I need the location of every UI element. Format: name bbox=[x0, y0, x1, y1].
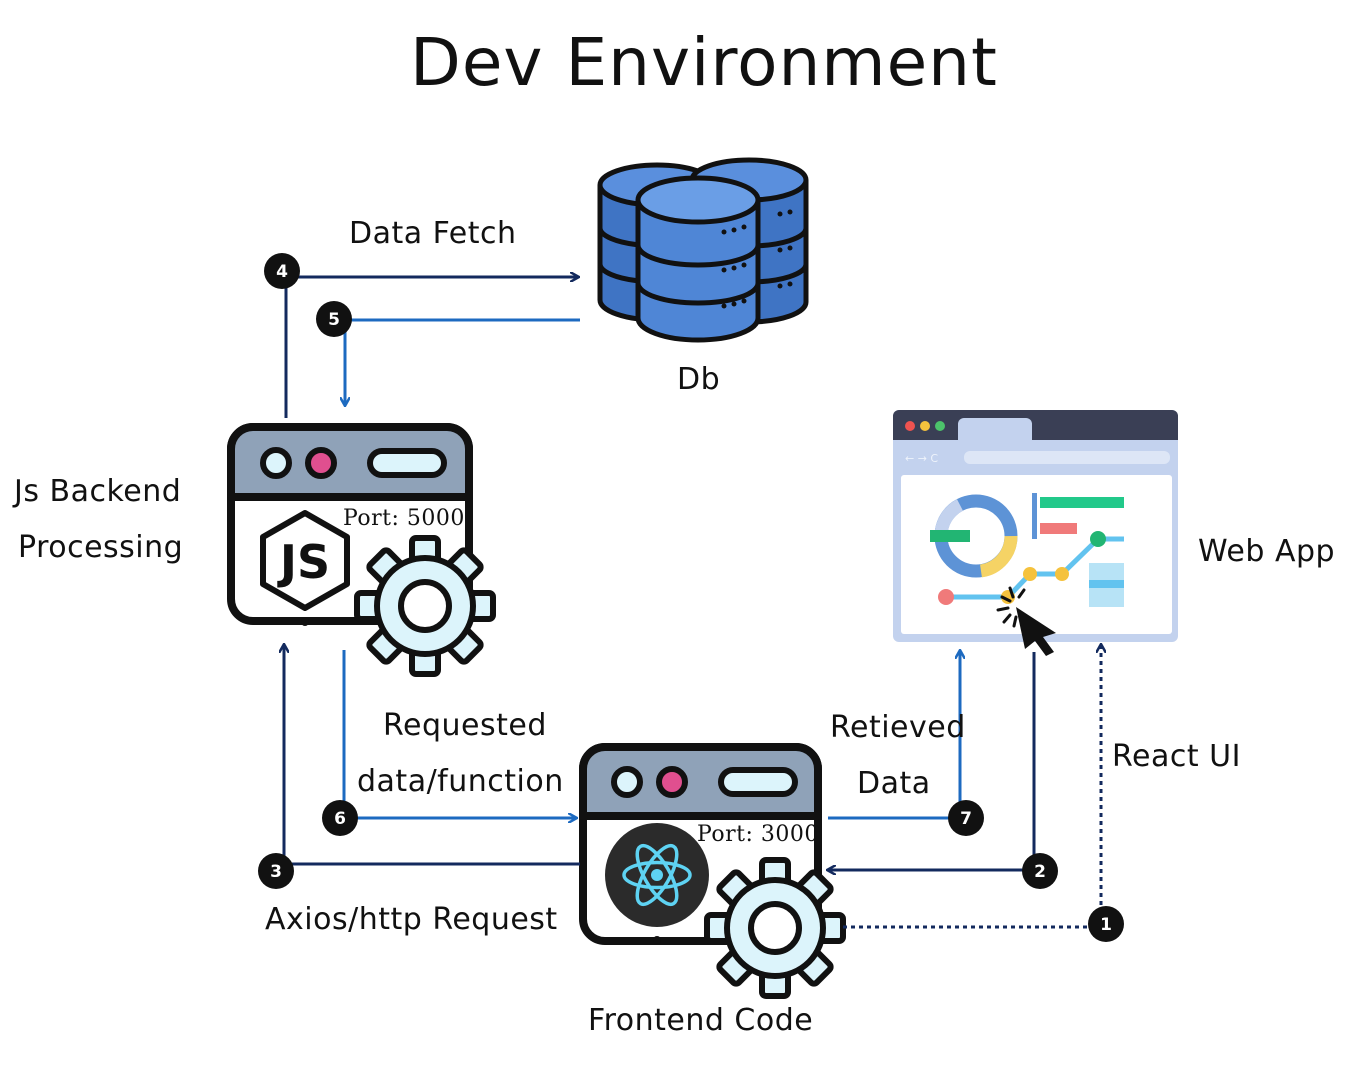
gear-icon bbox=[357, 538, 493, 674]
diagram-title: Dev Environment bbox=[410, 24, 998, 101]
step-marker-1: 1 bbox=[1088, 906, 1124, 942]
svg-text:1: 1 bbox=[1100, 915, 1112, 935]
node-label-web-app: Web App bbox=[1198, 534, 1336, 569]
svg-text:6: 6 bbox=[334, 809, 346, 829]
nodejs-logo-icon: JS bbox=[252, 509, 356, 611]
node-label-db: Db bbox=[677, 362, 721, 397]
edge-label-retrieved-line1: Retieved bbox=[830, 710, 966, 745]
svg-text:7: 7 bbox=[960, 809, 972, 829]
node-label-backend-line2: Processing bbox=[18, 530, 184, 565]
backend-logo-text: JS bbox=[277, 535, 330, 589]
edge-label-requested-line2: data/function bbox=[357, 764, 564, 799]
edge-label-react-ui: React UI bbox=[1112, 739, 1241, 774]
step-marker-3: 3 bbox=[258, 853, 294, 889]
svg-text:← → C: ← → C bbox=[905, 452, 938, 465]
node-label-backend-line1: Js Backend bbox=[14, 474, 182, 509]
web-app-browser-icon: ← → C bbox=[893, 410, 1178, 656]
step-marker-5: 5 bbox=[316, 301, 352, 337]
step-marker-2: 2 bbox=[1022, 853, 1058, 889]
edge-label-requested-line1: Requested bbox=[383, 708, 547, 743]
gear-icon bbox=[707, 860, 843, 996]
react-logo-icon bbox=[605, 823, 709, 927]
step-marker-7: 7 bbox=[948, 800, 984, 836]
backend-server-icon: JS bbox=[227, 423, 493, 674]
edge-db-response bbox=[345, 318, 580, 405]
frontend-port-label: Port: 3000 bbox=[697, 822, 819, 847]
edge-label-retrieved-line2: Data bbox=[857, 766, 931, 801]
database-icon bbox=[597, 157, 809, 343]
edge-label-data-fetch: Data Fetch bbox=[349, 216, 517, 251]
edge-label-axios: Axios/http Request bbox=[265, 902, 558, 937]
node-label-frontend: Frontend Code bbox=[588, 1003, 814, 1038]
backend-port-label: Port: 5000 bbox=[343, 506, 465, 531]
edge-data-fetch bbox=[284, 277, 578, 418]
step-marker-6: 6 bbox=[322, 800, 358, 836]
frontend-server-icon bbox=[579, 743, 843, 996]
svg-text:2: 2 bbox=[1034, 862, 1046, 882]
svg-text:5: 5 bbox=[328, 310, 340, 330]
svg-text:3: 3 bbox=[270, 862, 282, 882]
cursor-icon bbox=[996, 586, 1056, 656]
edge-webapp-request bbox=[828, 652, 1036, 870]
svg-text:4: 4 bbox=[276, 262, 288, 282]
step-marker-4: 4 bbox=[264, 253, 300, 289]
